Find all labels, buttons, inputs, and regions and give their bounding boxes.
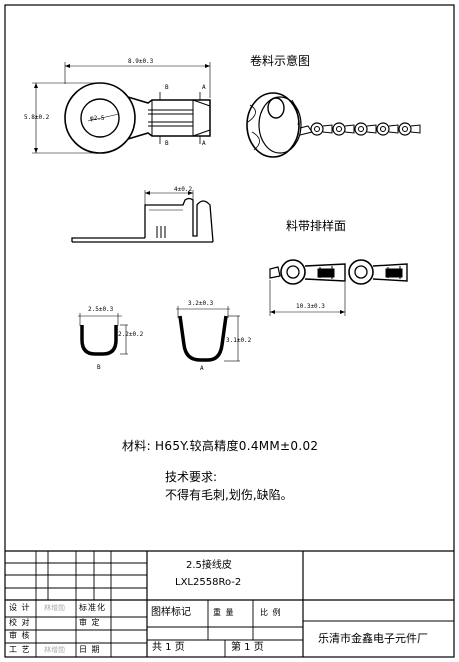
signature-design: 林增勋: [44, 604, 65, 612]
dim-pitch: 10.3±0.3: [296, 303, 325, 310]
section-mark-a-bottom: A: [202, 140, 206, 147]
label-date: 日 期: [79, 645, 101, 654]
signature-process: 林增勋: [44, 646, 65, 654]
dim-total-length: 8.9±0.3: [128, 58, 154, 65]
section-label-b: B: [97, 364, 101, 371]
material-note: 材料: H65Y.较高精度0.4MM±0.02: [122, 439, 319, 453]
strip-layout: [269, 259, 408, 316]
dim-side-length: 4±0.2: [174, 186, 193, 193]
section-b: [78, 313, 128, 356]
dim-a-height: 3.1±0.2: [226, 337, 252, 344]
dim-hole-dia: φ2.5: [90, 115, 105, 122]
reel-view-title: 卷料示意图: [250, 54, 311, 68]
company-name: 乐清市金鑫电子元件厂: [318, 632, 428, 645]
dim-b-height: 2.2±0.2: [118, 331, 144, 338]
reel-view: [246, 92, 421, 158]
dim-a-width: 3.2±0.3: [188, 300, 214, 307]
scale-label: 比 例: [260, 608, 282, 617]
weight-label: 重 量: [213, 608, 235, 617]
label-design: 设 计: [9, 603, 31, 612]
product-name: 2.5接线皮: [186, 560, 232, 571]
requirements-text: 不得有毛刺,划伤,缺陷。: [165, 488, 293, 502]
section-mark-a-top: A: [202, 84, 206, 91]
requirements-title: 技术要求:: [165, 470, 218, 484]
total-pages: 共 1 页: [152, 642, 185, 653]
top-view: [32, 62, 211, 154]
section-mark-b-bottom: B: [165, 140, 169, 147]
side-view: [71, 190, 214, 243]
dim-b-width: 2.5±0.3: [88, 306, 114, 313]
pattern-mark-label: 图样标记: [151, 607, 191, 618]
label-approve: 审 定: [79, 618, 101, 627]
drawing-border: [4, 4, 455, 658]
part-number: LXL2558Ro-2: [175, 577, 242, 588]
label-standardization: 标准化: [79, 603, 106, 612]
dim-ring-height: 5.8±0.2: [24, 114, 50, 121]
section-label-a: A: [200, 365, 204, 372]
section-a: [176, 306, 240, 362]
title-block-grid: [5, 550, 454, 657]
label-review: 审 核: [9, 631, 31, 640]
page-number: 第 1 页: [231, 642, 264, 653]
label-process: 工 艺: [9, 645, 31, 654]
section-mark-b-top: B: [165, 84, 169, 91]
label-check: 校 对: [9, 618, 31, 627]
strip-view-title: 料带排样面: [286, 219, 347, 233]
